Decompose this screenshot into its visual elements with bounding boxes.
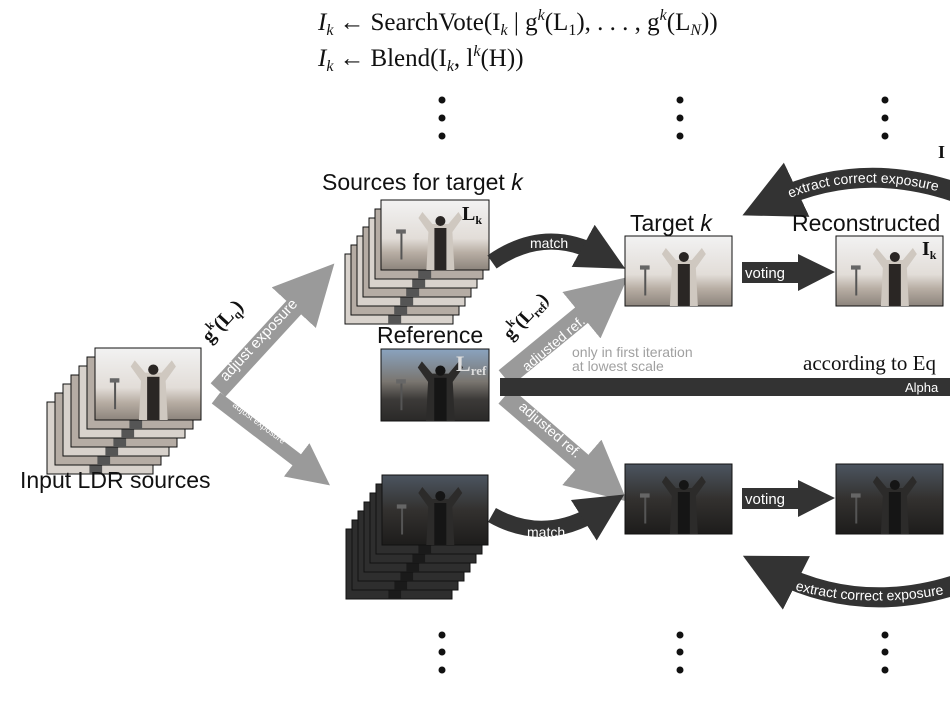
ellipsis-dot xyxy=(881,631,889,639)
lowest-scale-note: at lowest scale xyxy=(572,358,664,374)
svg-text:adjusted ref.: adjusted ref. xyxy=(516,398,585,461)
svg-text:adjust exposure: adjust exposure xyxy=(216,296,301,385)
match-top-arrow: match xyxy=(487,224,626,269)
voting-top-arrow: voting xyxy=(742,254,835,291)
formula-searchvote: Ik←SearchVote(Ik | gk(L1), . . . , gk(LN… xyxy=(317,7,718,39)
g-Lq-label: gk(Lq) xyxy=(195,294,249,349)
stack-front-image xyxy=(94,347,202,421)
ellipsis-dot xyxy=(676,114,684,122)
ellipsis-dot xyxy=(438,648,446,656)
svg-text:match: match xyxy=(527,524,565,540)
ellipsis-dot xyxy=(676,631,684,639)
ellipsis-dot xyxy=(881,132,889,140)
svg-text:voting: voting xyxy=(745,491,785,508)
target-k-image xyxy=(624,235,733,307)
L-ref-label: Lref xyxy=(456,351,487,378)
svg-text:Ik: Ik xyxy=(922,238,937,262)
svg-text:gk(Lq): gk(Lq) xyxy=(195,294,249,349)
continuation-dots xyxy=(438,96,889,674)
ellipsis-dot xyxy=(676,96,684,104)
L-k-label: Lk xyxy=(462,203,482,227)
I-k-label: Ik xyxy=(922,238,937,262)
svg-text:Ik←SearchVote(Ik | gk(L1), . .: Ik←SearchVote(Ik | gk(L1), . . . , gk(LN… xyxy=(317,7,718,39)
voting-bottom-arrow: voting xyxy=(742,480,835,517)
input-ldr-title: Input LDR sources xyxy=(20,467,210,493)
extract-bottom-arrow: extract correct exposure xyxy=(742,555,950,610)
svg-text:Ik←Blend(Ik, lk(H)): Ik←Blend(Ik, lk(H)) xyxy=(317,43,524,75)
image-stacks xyxy=(46,199,490,600)
input-ldr-stack xyxy=(46,347,202,475)
stack-front-image xyxy=(380,199,490,271)
ellipsis-dot xyxy=(676,666,684,674)
svg-text:Lk: Lk xyxy=(462,203,482,227)
ellipsis-dot xyxy=(881,114,889,122)
stack-front-image xyxy=(381,474,489,546)
ellipsis-dot xyxy=(881,648,889,656)
sources-for-target-stack xyxy=(344,199,490,325)
ellipsis-dot xyxy=(881,96,889,104)
sources-dark-stack xyxy=(345,474,489,600)
alpha-label: Alpha xyxy=(905,380,939,395)
ellipsis-dot xyxy=(438,666,446,674)
svg-text:match: match xyxy=(530,235,568,251)
ellipsis-dot xyxy=(438,96,446,104)
match-bottom-arrow: match xyxy=(488,494,625,541)
alpha-blend-bar xyxy=(500,378,950,396)
only-first-iteration-note: only in first iteration xyxy=(572,344,693,360)
I-top-label: I xyxy=(938,142,945,162)
sources-for-target-title: Sources for target k xyxy=(322,169,524,195)
reference-image xyxy=(380,348,490,422)
extract-top-arrow: extract correct exposure xyxy=(742,162,950,217)
ellipsis-dot xyxy=(438,132,446,140)
adjust-exposure-down-arrow: adjust exposure xyxy=(211,392,331,486)
according-to-eq-label: according to Eq xyxy=(803,351,936,375)
target-k-title: Target k xyxy=(630,210,713,236)
reconstructed-title: Reconstructed xyxy=(792,210,940,236)
ellipsis-dot xyxy=(881,666,889,674)
reference-title: Reference xyxy=(377,322,483,348)
ellipsis-dot xyxy=(438,114,446,122)
svg-text:Lref: Lref xyxy=(456,351,487,378)
ellipsis-dot xyxy=(438,631,446,639)
svg-text:voting: voting xyxy=(745,265,785,282)
target-dark-image xyxy=(624,463,733,535)
formula-blend: Ik←Blend(Ik, lk(H)) xyxy=(317,43,524,75)
adjusted-ref-down-arrow: adjusted ref. xyxy=(498,388,628,502)
ellipsis-dot xyxy=(676,648,684,656)
reconstructed-image xyxy=(835,235,944,307)
ellipsis-dot xyxy=(676,132,684,140)
reconstructed-dark-image xyxy=(835,463,944,535)
